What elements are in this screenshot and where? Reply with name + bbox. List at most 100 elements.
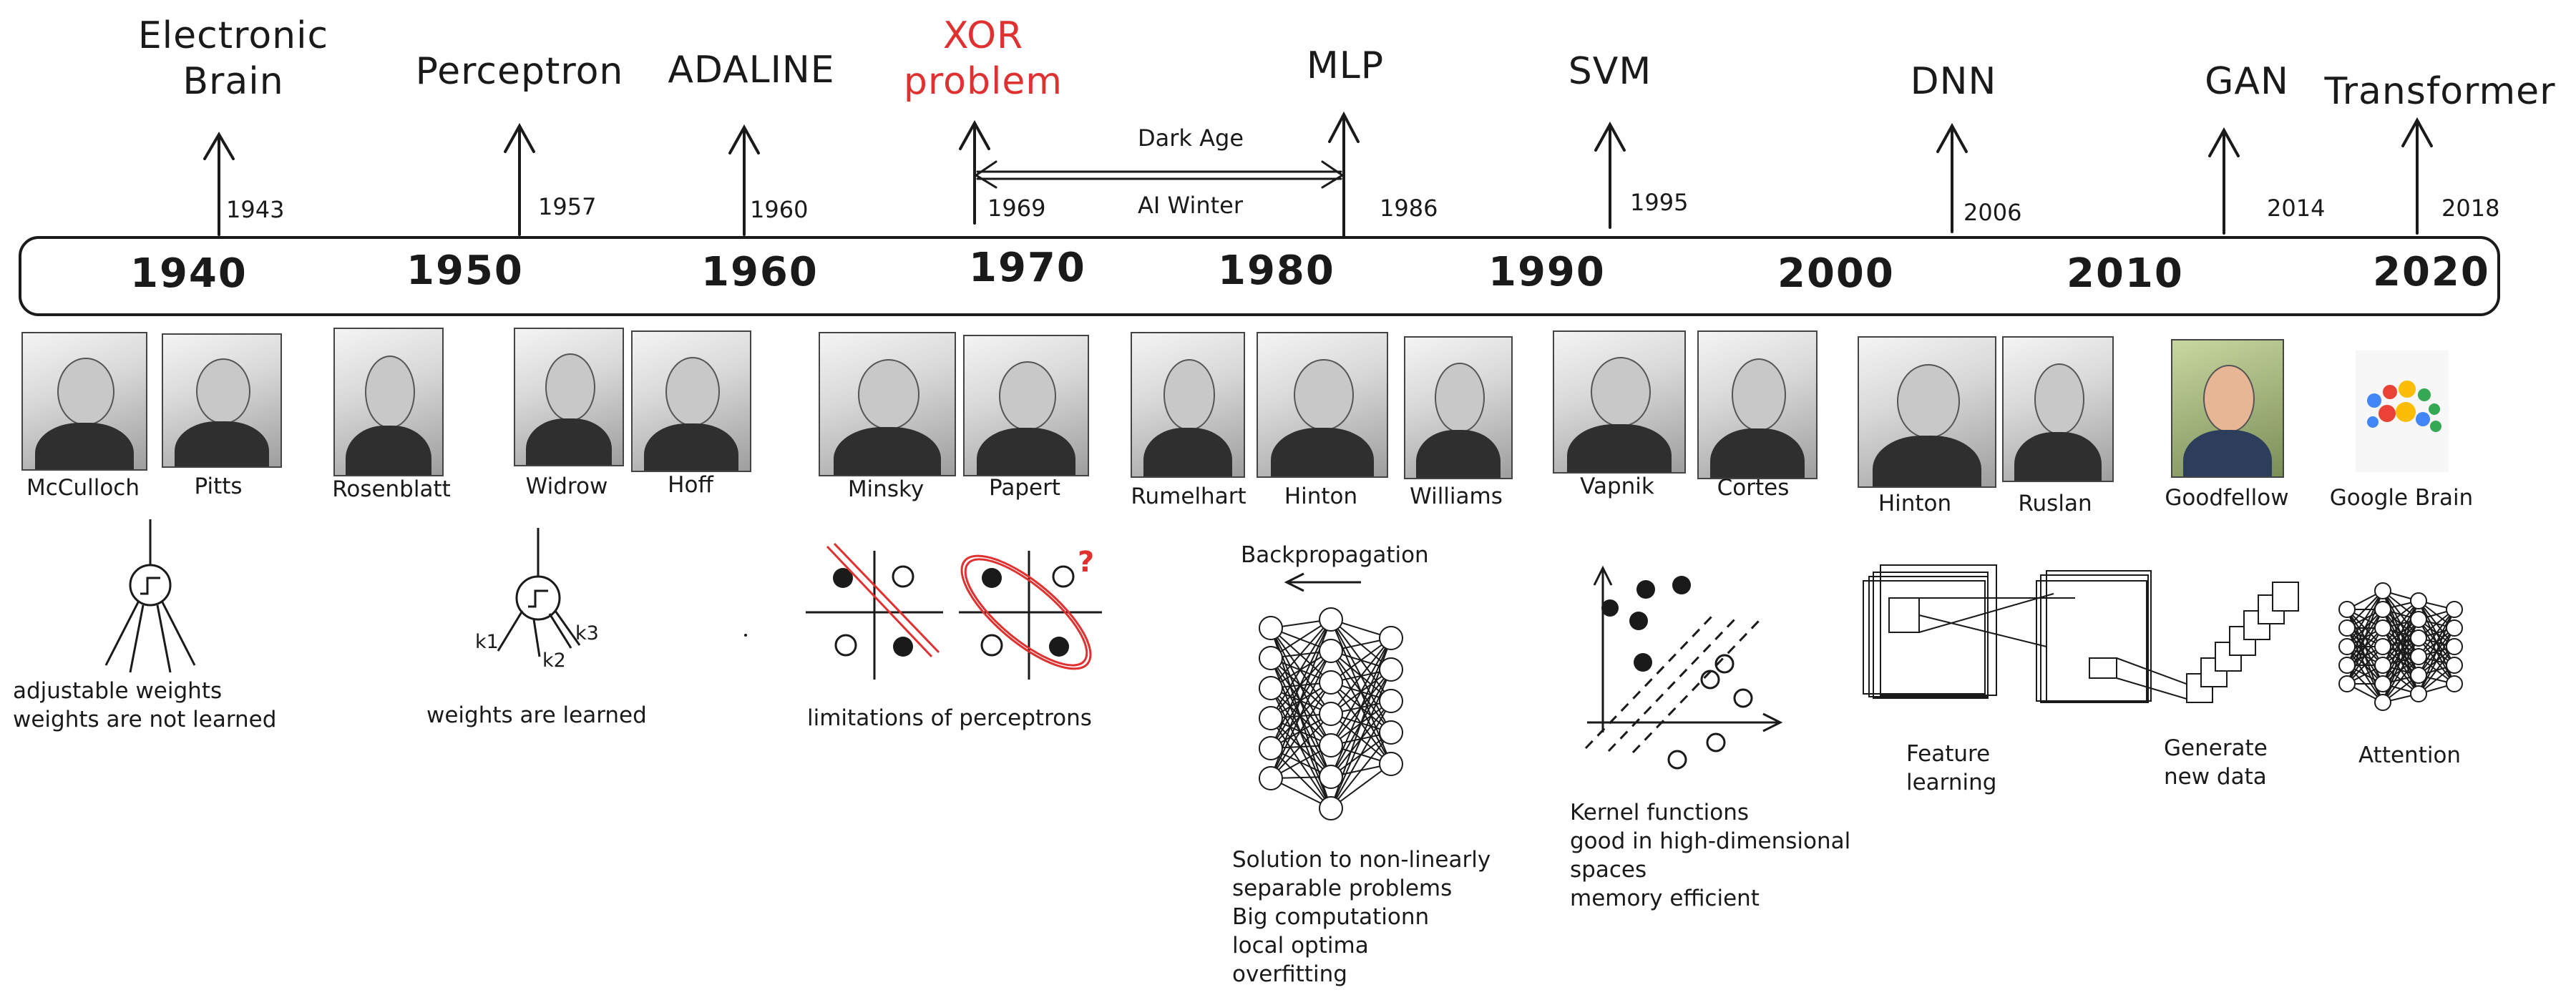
network-node [1319, 765, 1343, 789]
network-node [1379, 657, 1403, 682]
portrait-vapnik [1553, 330, 1686, 474]
attention-network [2338, 582, 2463, 711]
network-node [2446, 638, 2463, 655]
name-pitts: Pitts [194, 474, 243, 499]
decade-1980: 1980 [1218, 247, 1335, 294]
network-edge [2418, 609, 2455, 676]
network-edge [1330, 732, 1392, 809]
decade-2010: 2010 [2067, 250, 2184, 297]
portrait-papert [963, 335, 1089, 476]
network-node [1259, 766, 1283, 790]
name-ruslan: Ruslan [2018, 491, 2092, 516]
decade-1950: 1950 [406, 247, 524, 294]
note-xor: limitations of perceptrons [807, 705, 1092, 731]
arrow-mlp [1328, 111, 1360, 237]
weight-label-k2: k2 [542, 649, 566, 672]
network-edge [1270, 619, 1332, 719]
decade-1970: 1970 [969, 245, 1086, 291]
network-node [1379, 720, 1403, 745]
name-papert: Papert [989, 475, 1060, 501]
note-mlp: Solution to non-linearly separable probl… [1232, 847, 1491, 987]
name-rumelhart: Rumelhart [1131, 484, 1246, 509]
portrait-rumelhart [1131, 332, 1245, 478]
network-node [1319, 639, 1343, 663]
year-2018: 2018 [2441, 195, 2500, 222]
network-edge [2346, 590, 2384, 666]
svm-plot [1584, 565, 1783, 754]
dnn-sketch [1863, 564, 2195, 703]
milestone-mlp: MLP [1306, 44, 1385, 87]
network-edge [2418, 646, 2455, 695]
milestone-svm: SVM [1568, 50, 1652, 93]
network-node [1379, 626, 1403, 650]
note-dnn: Feature learning [1906, 741, 1997, 795]
year-1957: 1957 [538, 193, 597, 220]
arrow-svm [1594, 121, 1626, 229]
name-goodfellow: Goodfellow [2165, 485, 2289, 511]
xor-points [833, 565, 1075, 657]
network-node [1319, 702, 1343, 726]
network-edge [1330, 637, 1392, 683]
name-hinton-1986: Hinton [1284, 484, 1358, 509]
network-node [1259, 736, 1283, 760]
network-node [1259, 616, 1283, 640]
dark-age-arrow [974, 160, 1345, 189]
mcculloch-pitts-neuron [104, 519, 196, 673]
adaline-neuron [497, 528, 581, 657]
name-google-brain: Google Brain [2329, 485, 2474, 511]
network-node [2410, 629, 2427, 647]
milestone-transformer: Transformer [2324, 70, 2556, 113]
milestone-dnn: DNN [1910, 60, 1997, 103]
portrait-hinton-2006 [1858, 336, 1996, 488]
network-edge [2346, 590, 2384, 647]
name-hoff: Hoff [668, 472, 713, 498]
network-node [1379, 752, 1403, 776]
milestone-gan: GAN [2205, 60, 2289, 103]
network-node [2410, 685, 2427, 702]
note-gan: Generate new data [2164, 735, 2268, 790]
network-node [1259, 646, 1283, 670]
network-node [2446, 601, 2463, 618]
note-electronic-brain: adjustable weights weights are not learn… [13, 678, 277, 732]
year-1960: 1960 [750, 196, 809, 223]
network-node [1319, 796, 1343, 820]
decade-1960: 1960 [701, 249, 819, 295]
timeline-bar [19, 236, 2500, 316]
network-edge [2382, 656, 2419, 703]
mlp-network [1259, 607, 1403, 820]
network-node [2374, 619, 2391, 637]
stray-dot [744, 634, 747, 637]
portrait-cortes [1697, 330, 1818, 479]
network-node [2446, 675, 2463, 692]
network-edge [1330, 700, 1392, 809]
name-hinton-2006: Hinton [1878, 491, 1952, 516]
network-edge [1270, 619, 1332, 689]
network-node [2374, 582, 2391, 599]
network-edge [2346, 646, 2384, 685]
network-node [1379, 689, 1403, 713]
xor-red-marks [826, 542, 1092, 670]
year-1995: 1995 [1630, 189, 1689, 216]
year-1986: 1986 [1380, 195, 1438, 222]
portrait-pitts [162, 333, 282, 468]
network-node [1259, 706, 1283, 730]
portrait-williams [1404, 336, 1513, 479]
network-node [2338, 657, 2356, 674]
decade-2000: 2000 [1777, 250, 1895, 297]
backprop-arrow [1284, 572, 1361, 592]
network-node [2374, 694, 2391, 711]
year-1943: 1943 [226, 196, 285, 223]
network-node [2410, 592, 2427, 609]
network-edge [2418, 627, 2455, 695]
year-1969: 1969 [987, 195, 1046, 222]
decade-1940: 1940 [130, 250, 248, 297]
network-node [2374, 675, 2391, 692]
network-edge [1270, 682, 1332, 779]
name-rosenblatt: Rosenblatt [332, 476, 451, 502]
network-node [2446, 619, 2463, 637]
backprop-title: Backpropagation [1241, 542, 1429, 568]
name-minsky: Minsky [847, 476, 924, 502]
arrow-dnn [1936, 122, 1968, 233]
portrait-ruslan [2002, 336, 2114, 482]
arrow-electronic-brain [203, 132, 235, 236]
